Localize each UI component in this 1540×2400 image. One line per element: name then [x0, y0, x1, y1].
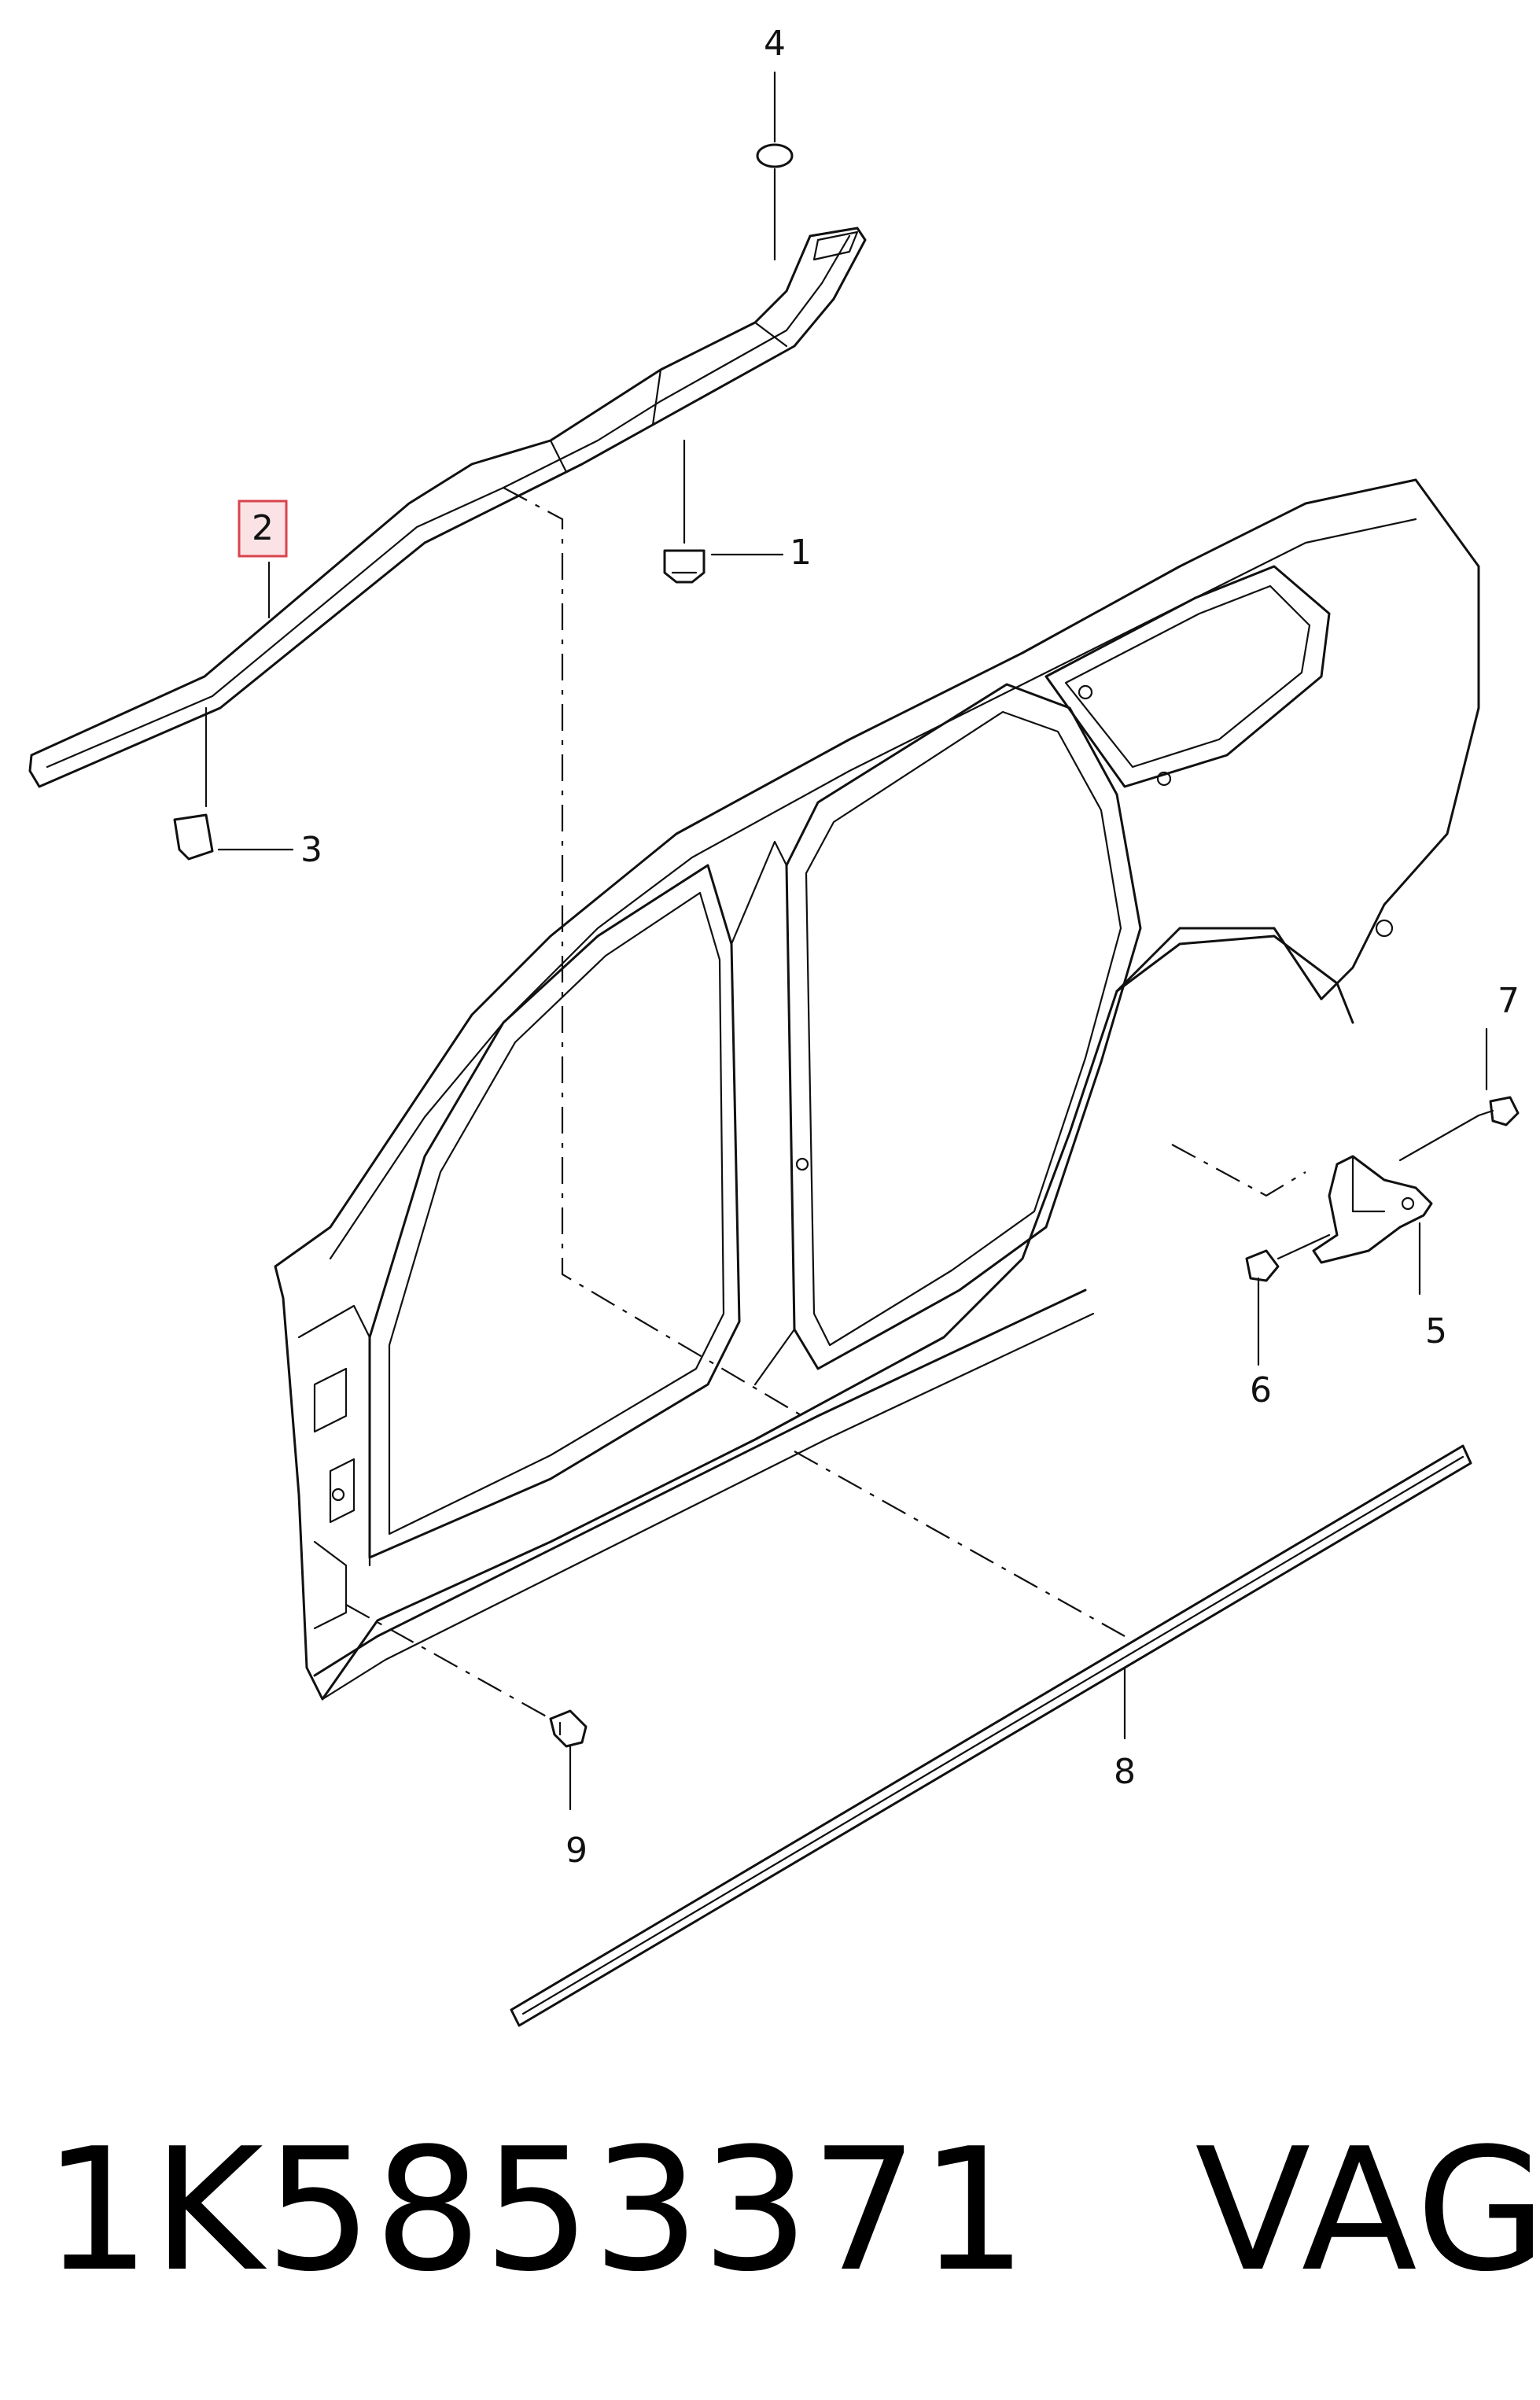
callout-5: 5	[1425, 1311, 1447, 1351]
assembly-lines	[345, 487, 1306, 1720]
callout-2: 2	[252, 508, 274, 548]
screw-9	[549, 1709, 588, 1748]
part-number-caption: 1K5853371 VAG	[43, 2092, 1540, 2328]
callout-6: 6	[1250, 1370, 1272, 1410]
callout-8: 8	[1114, 1752, 1136, 1792]
screw-7	[1477, 1096, 1520, 1126]
clip-1	[663, 549, 706, 584]
roof-frame-rail	[28, 227, 867, 788]
callout-3: 3	[300, 830, 322, 870]
part-number: 1K5853371	[43, 2111, 1030, 2309]
screw-6	[1245, 1249, 1280, 1296]
callout-7: 7	[1498, 981, 1520, 1021]
cap-4	[756, 143, 794, 168]
callout-2-highlight-box	[238, 500, 288, 558]
caption-gap	[1029, 2111, 1195, 2309]
sill-trim-strip	[510, 1444, 1472, 2027]
callout-4: 4	[764, 24, 786, 64]
callout-1: 1	[790, 533, 812, 573]
leader-lines	[204, 71, 1488, 1811]
clip-3	[173, 813, 214, 861]
bracket	[1312, 1155, 1433, 1264]
side-body-panel	[274, 478, 1480, 1701]
brand-name: VAG	[1195, 2111, 1540, 2309]
callout-9: 9	[566, 1830, 588, 1871]
callouts: 1 2 3 4 5 6 7 8 9	[238, 24, 1520, 1871]
